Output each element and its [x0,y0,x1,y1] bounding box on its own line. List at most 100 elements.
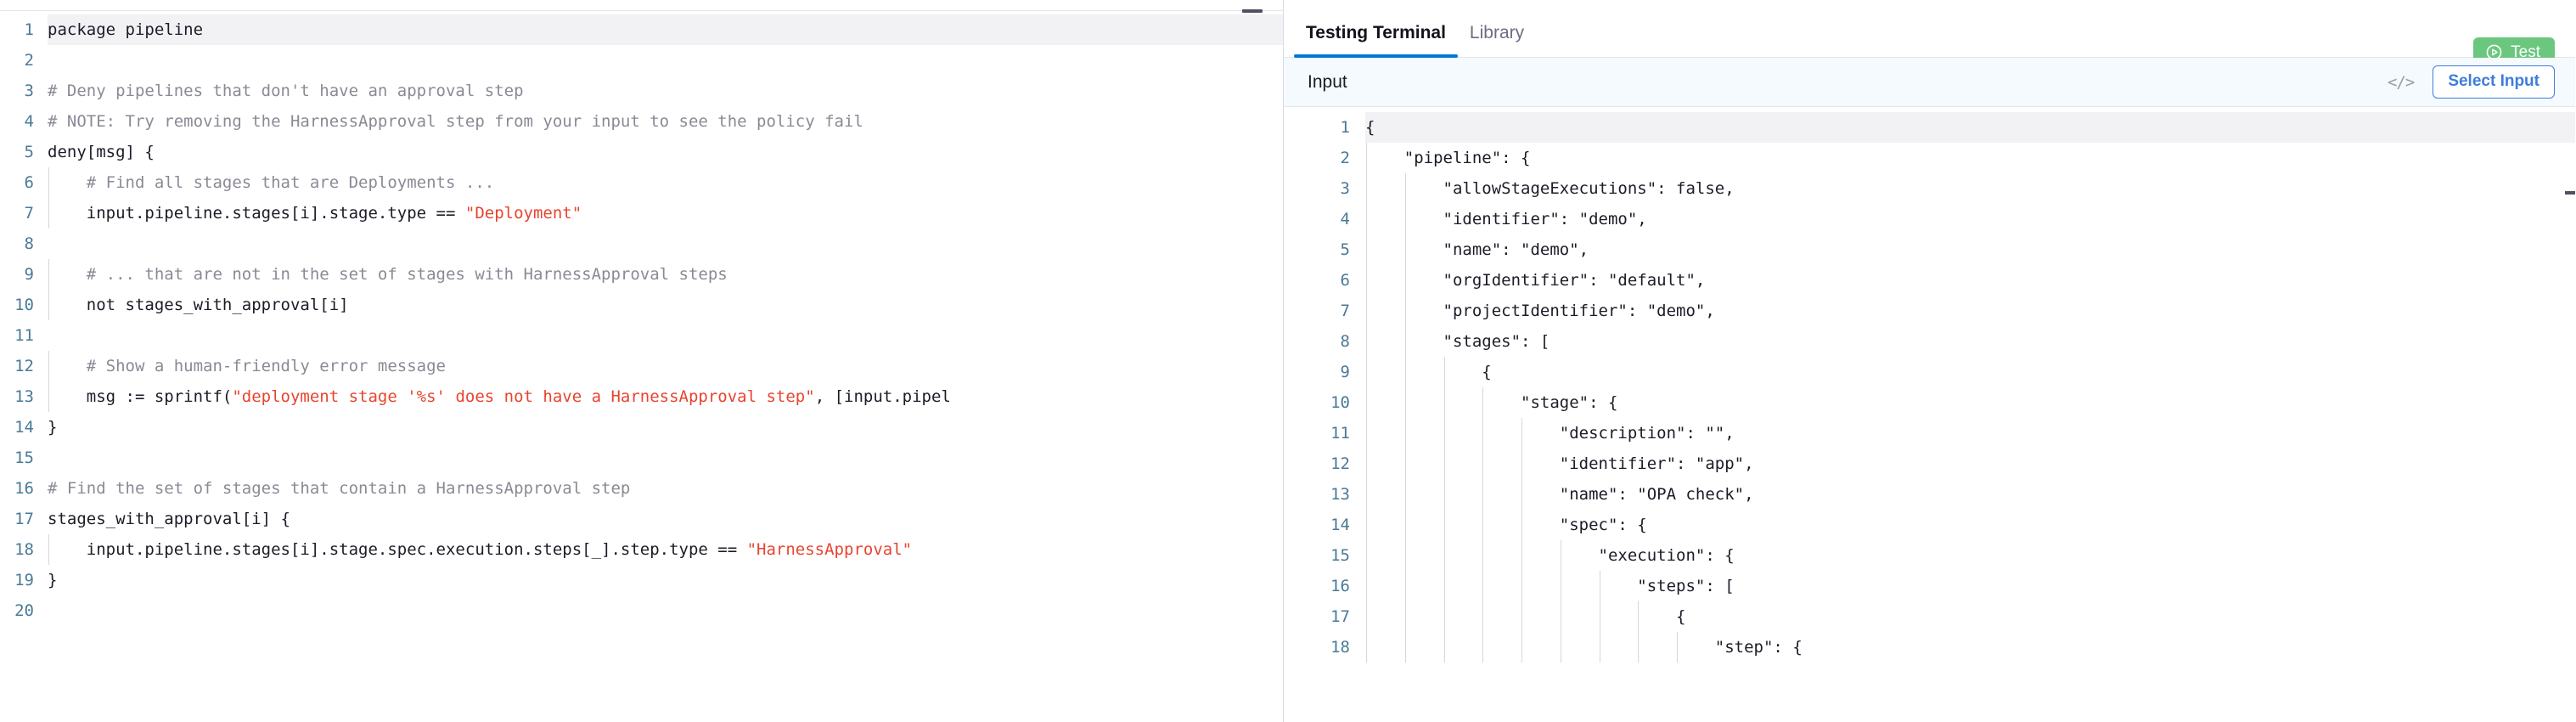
code-line[interactable]: 7 input.pipeline.stages[i].stage.type ==… [0,198,1283,228]
indent-guide [48,534,49,565]
json-line[interactable]: 12 "identifier": "app", [1284,448,2575,479]
json-token: { [1365,118,1375,137]
code-line-text: } [48,412,1283,443]
line-number: 13 [14,387,34,406]
json-line[interactable]: 3 "allowStageExecutions": false, [1284,173,2575,204]
indent-guide [1521,448,1523,479]
json-line-text: "identifier": "demo", [1365,204,2575,234]
line-number: 1 [1340,118,1350,137]
select-input-button[interactable]: Select Input [2433,65,2555,99]
line-number: 7 [1340,302,1350,320]
json-token: "identifier": "app", [1365,454,1754,473]
input-json-editor[interactable]: 1{2 "pipeline": {3 "allowStageExecutions… [1284,107,2575,722]
code-line[interactable]: 19} [0,565,1283,595]
json-line[interactable]: 14 "spec": { [1284,510,2575,540]
json-line[interactable]: 4 "identifier": "demo", [1284,204,2575,234]
test-button-label: Test [2511,43,2540,61]
json-line-text: "name": "demo", [1365,234,2575,265]
code-line[interactable]: 13 msg := sprintf("deployment stage '%s'… [0,381,1283,412]
json-line[interactable]: 1{ [1284,112,2575,143]
line-number: 12 [1330,454,1350,473]
code-line[interactable]: 10 not stages_with_approval[i] [0,290,1283,320]
json-line[interactable]: 10 "stage": { [1284,387,2575,418]
json-line[interactable]: 18 "step": { [1284,632,2575,663]
line-number: 6 [1340,271,1350,290]
code-line[interactable]: 5 deny[msg] { [0,137,1283,167]
code-line-text [48,443,1283,473]
line-number: 5 [1340,240,1350,259]
indent-guide [1366,540,1367,571]
json-line-text: "stages": [ [1365,326,2575,357]
json-token: "projectIdentifier": "demo", [1365,302,1715,320]
tab-library[interactable]: Library [1458,23,1536,57]
indent-guide [1404,296,1406,326]
indent-guide [1366,418,1367,448]
json-token: "steps": [ [1365,577,1735,595]
indent-guide [1482,510,1484,540]
line-number: 18 [1330,638,1350,657]
code-line[interactable]: 3# Deny pipelines that don't have an app… [0,76,1283,106]
code-line[interactable]: 16# Find the set of stages that contain … [0,473,1283,504]
token-str: "Deployment" [464,204,582,223]
json-line[interactable]: 15 "execution": { [1284,540,2575,571]
line-number: 7 [24,204,34,223]
indent-guide [1443,571,1445,601]
line-number: 3 [1340,179,1350,198]
code-line-text [48,228,1283,259]
code-line-text: # Show a human-friendly error message [48,351,1283,381]
indent-guide [1482,418,1484,448]
json-line[interactable]: 6 "orgIdentifier": "default", [1284,265,2575,296]
indent-guide [1366,143,1367,173]
indent-guide [1404,601,1406,632]
code-line[interactable]: 18 input.pipeline.stages[i].stage.spec.e… [0,534,1283,565]
indent-guide [48,351,49,381]
json-token: "name": "demo", [1365,240,1589,259]
code-line-text: # Deny pipelines that don't have an appr… [48,76,1283,106]
code-line-text: input.pipeline.stages[i].stage.spec.exec… [48,534,1283,565]
code-line[interactable]: 11 [0,320,1283,351]
code-line[interactable]: 4# NOTE: Try removing the HarnessApprova… [0,106,1283,137]
code-line[interactable]: 8 [0,228,1283,259]
json-token: "spec": { [1365,516,1647,534]
json-line[interactable]: 11 "description": "", [1284,418,2575,448]
code-line[interactable]: 15 [0,443,1283,473]
code-line[interactable]: 6 # Find all stages that are Deployments… [0,167,1283,198]
code-brackets-icon[interactable]: </> [2387,72,2415,92]
indent-guide [1404,510,1406,540]
json-line[interactable]: 5 "name": "demo", [1284,234,2575,265]
code-line[interactable]: 2 [0,45,1283,76]
line-number: 10 [1330,393,1350,412]
json-line[interactable]: 17 { [1284,601,2575,632]
code-line[interactable]: 12 # Show a human-friendly error message [0,351,1283,381]
code-line[interactable]: 20 [0,595,1283,626]
code-line-text: # NOTE: Try removing the HarnessApproval… [48,106,1283,137]
line-number: 17 [1330,607,1350,626]
scrollbar-thumb[interactable] [2565,191,2575,195]
tab-testing-terminal[interactable]: Testing Terminal [1294,23,1458,58]
json-line-text: "execution": { [1365,540,2575,571]
json-line[interactable]: 13 "name": "OPA check", [1284,479,2575,510]
code-line-text: deny[msg] { [48,137,1283,167]
indent-guide [1366,387,1367,418]
line-number: 5 [24,143,34,161]
token-plain: } [48,571,58,589]
indent-guide [1404,632,1406,663]
code-line[interactable]: 14} [0,412,1283,443]
json-line[interactable]: 7 "projectIdentifier": "demo", [1284,296,2575,326]
json-line[interactable]: 8 "stages": [ [1284,326,2575,357]
minimize-icon[interactable] [1242,9,1263,13]
indent-guide [1366,357,1367,387]
indent-guide [48,381,49,412]
json-line[interactable]: 2 "pipeline": { [1284,143,2575,173]
indent-guide [1443,448,1445,479]
code-line[interactable]: 9 # ... that are not in the set of stage… [0,259,1283,290]
json-line[interactable]: 9 { [1284,357,2575,387]
indent-guide [1521,571,1523,601]
json-line[interactable]: 16 "steps": [ [1284,571,2575,601]
testing-terminal-header: Testing Terminal Library Test [1284,0,2575,67]
json-line-text: { [1365,357,2575,387]
